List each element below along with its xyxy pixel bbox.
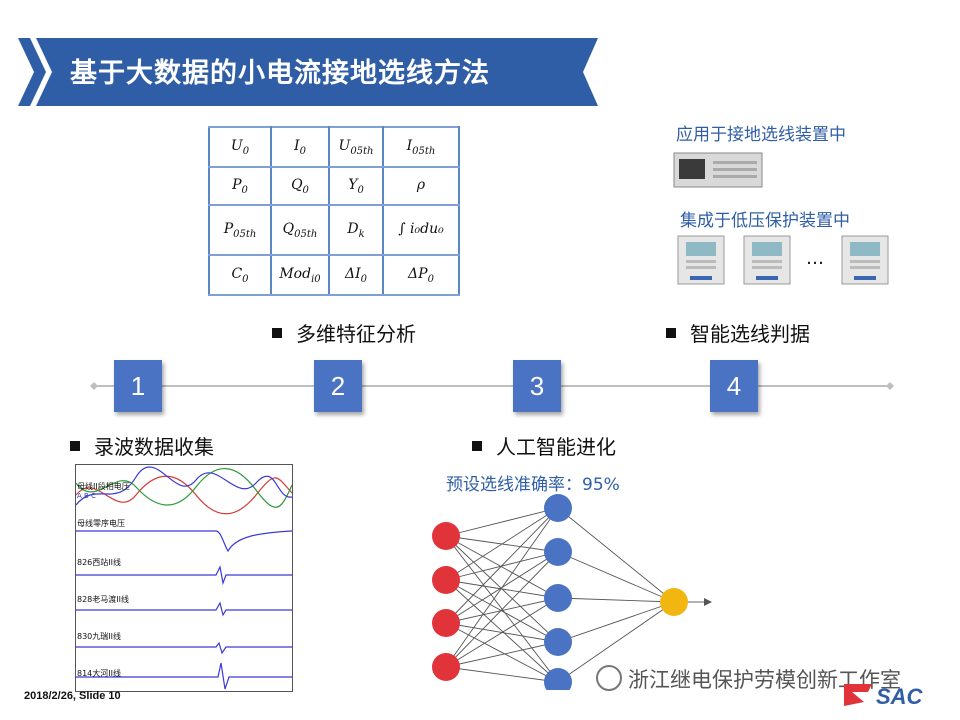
table-cell: ΔP0 (382, 255, 460, 296)
waveform-label: 826西站II线 (77, 558, 121, 567)
nn-connection (557, 551, 675, 603)
waveform-label: 母线II段相电压 (77, 482, 130, 491)
nn-hidden-node (544, 584, 572, 612)
table-cell: I05th (382, 126, 460, 168)
bullet-smart-judgement: 智能选线判据 (666, 318, 810, 347)
protection-device-label: 集成于低压保护装置中 (680, 211, 850, 231)
waveform-panel: 母线II段相电压 A B C 母线零序电压 826西站II线 828老马渡II线… (75, 464, 293, 692)
waveform-label: A B C (77, 492, 96, 500)
bullet-square-icon (666, 328, 676, 338)
nn-input-node (432, 653, 460, 681)
nn-connection (445, 507, 559, 624)
output-arrow-icon (704, 598, 712, 606)
table-cell: Modi0 (270, 255, 330, 296)
bullet-square-icon (272, 328, 282, 338)
grounding-device-label: 应用于接地选线装置中 (676, 125, 846, 145)
nn-connection (445, 551, 559, 668)
table-cell: C0 (208, 255, 272, 296)
bullet-feature-analysis: 多维特征分析 (272, 318, 416, 347)
table-cell: P05th (208, 205, 272, 256)
step-4: 4 (710, 360, 758, 412)
step-3: 3 (513, 360, 561, 412)
nn-hidden-node (544, 494, 572, 522)
nn-connection (445, 641, 559, 668)
bullet-square-icon (472, 441, 482, 451)
waveform-label: 830九瑞II线 (77, 632, 121, 641)
ellipsis: … (806, 248, 824, 269)
table-cell: ρ (382, 167, 460, 206)
nn-hidden-node (544, 668, 572, 690)
nn-connection (445, 579, 559, 643)
nn-connection (445, 507, 559, 537)
nn-connection (445, 597, 559, 668)
grounding-device-image (673, 152, 763, 188)
feature-table: U0 I0 U05th I05th P0 Q0 Y0 ρ P05th Q05th… (208, 126, 460, 296)
wechat-icon (596, 665, 622, 691)
bullet-square-icon (70, 441, 80, 451)
nn-connection (557, 601, 675, 683)
table-cell: Dk (328, 205, 384, 256)
table-cell: I0 (270, 126, 330, 168)
nn-connection (557, 601, 675, 643)
table-cell: ΔI0 (328, 255, 384, 296)
nn-input-node (432, 522, 460, 550)
nn-input-node (432, 609, 460, 637)
table-cell: Q0 (270, 167, 330, 206)
neural-network-diagram (432, 494, 712, 690)
accuracy-note: 预设选线准确率：95% (446, 475, 620, 495)
bullet-record-collection: 录波数据收集 (70, 431, 214, 460)
table-cell: Q05th (270, 205, 330, 256)
bullet-ai-evolution: 人工智能进化 (472, 431, 616, 460)
page-title: 基于大数据的小电流接地选线方法 (70, 58, 490, 89)
nn-connection (445, 597, 559, 624)
nn-output-node (660, 588, 688, 616)
title-banner (18, 38, 598, 106)
step-2: 2 (314, 360, 362, 412)
nn-connection (445, 507, 559, 581)
nn-connection (445, 579, 559, 599)
nn-hidden-node (544, 628, 572, 656)
protection-device-image (841, 235, 889, 285)
nn-connection (445, 622, 559, 683)
table-cell: P0 (208, 167, 272, 206)
table-cell: U0 (208, 126, 272, 168)
slide-footer: 2018/2/26, Slide 10 (24, 690, 121, 702)
waveform-label: 814大河II线 (77, 669, 121, 678)
nn-connection (557, 507, 675, 603)
nn-connection (445, 507, 559, 668)
nn-input-node (432, 566, 460, 594)
nn-connection (557, 597, 675, 603)
protection-device-image (743, 235, 791, 285)
sac-logo: SAC (844, 684, 924, 709)
protection-device-image (677, 235, 725, 285)
table-cell: Y0 (328, 167, 384, 206)
waveform-traces (75, 466, 293, 690)
nn-hidden-node (544, 538, 572, 566)
svg-text:SAC: SAC (876, 684, 924, 709)
step-1: 1 (114, 360, 162, 412)
waveform-label: 828老马渡II线 (77, 595, 129, 604)
nn-connection (445, 666, 559, 683)
timeline-line (90, 382, 894, 390)
nn-connection (445, 535, 559, 599)
table-cell: U05th (328, 126, 384, 168)
waveform-label: 母线零序电压 (77, 519, 125, 528)
table-cell: ∫ i₀du₀ (382, 205, 460, 256)
nn-connection (445, 579, 559, 683)
